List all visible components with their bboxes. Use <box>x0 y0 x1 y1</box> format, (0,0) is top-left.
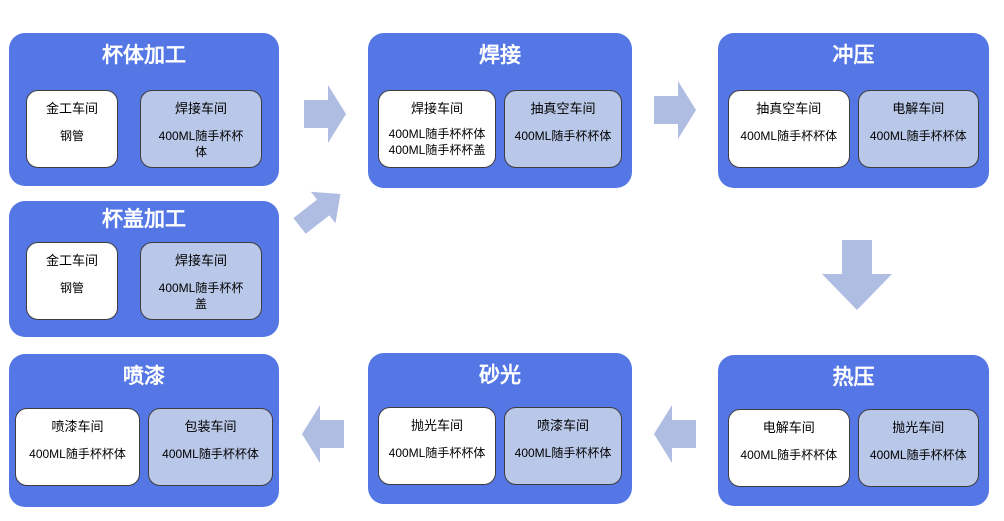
workshop-card: 金工车间 钢管 <box>26 90 118 169</box>
workshop-card: 喷漆车间 400ML随手杯杯体 <box>504 407 622 486</box>
product-line: 400ML随手杯杯体 <box>162 447 259 462</box>
workshop-card: 焊接车间 400ML随手杯杯体 <box>140 90 262 169</box>
workshop-name: 金工车间 <box>45 101 98 117</box>
workshop-card: 电解车间 400ML随手杯杯体 <box>857 90 979 169</box>
panel-title: 喷漆 <box>123 365 165 388</box>
workshop-products: 400ML随手杯杯体 <box>156 129 246 160</box>
workshop-products: 400ML随手杯杯体 <box>162 447 259 463</box>
workshop-products: 400ML随手杯杯体 <box>740 448 837 464</box>
workshop-name: 包装车间 <box>184 419 237 435</box>
arrow-right-icon <box>304 85 346 143</box>
workshop-card: 抛光车间 400ML随手杯杯体 <box>857 409 979 488</box>
workshop-products: 钢管 <box>60 281 84 297</box>
workshop-name: 金工车间 <box>45 253 98 269</box>
workshop-card: 焊接车间 400ML随手杯杯体 400ML随手杯杯盖 <box>378 90 496 169</box>
workshop-products: 400ML随手杯杯体 <box>389 446 486 462</box>
panel-title: 冲压 <box>832 44 875 67</box>
workshop-card: 电解车间 400ML随手杯杯体 <box>728 409 850 488</box>
workshop-products: 400ML随手杯杯体 <box>29 447 126 463</box>
product-line: 钢管 <box>59 129 84 144</box>
panel-cup-lid-processing: 杯盖加工 金工车间 钢管 焊接车间 400ML随手杯杯盖 <box>9 201 279 337</box>
workshop-name: 电解车间 <box>762 420 815 436</box>
workshop-products: 400ML随手杯杯体 400ML随手杯杯盖 <box>389 127 486 158</box>
workshop-products: 钢管 <box>60 129 84 145</box>
workshop-card: 喷漆车间 400ML随手杯杯体 <box>15 408 140 487</box>
panel-hot-pressing: 热压 电解车间 400ML随手杯杯体 抛光车间 400ML随手杯杯体 <box>718 355 989 506</box>
panel-spray-painting: 喷漆 喷漆车间 400ML随手杯杯体 包装车间 400ML随手杯杯体 <box>9 354 279 507</box>
workshop-products: 400ML随手杯杯盖 <box>156 281 246 312</box>
workshop-name: 喷漆车间 <box>536 418 589 434</box>
arrow-left-icon <box>654 405 696 463</box>
workshop-products: 400ML随手杯杯体 <box>515 129 612 145</box>
workshop-card: 抽真空车间 400ML随手杯杯体 <box>504 90 622 169</box>
workshop-card: 焊接车间 400ML随手杯杯盖 <box>140 242 262 321</box>
panel-title: 杯盖加工 <box>102 208 186 231</box>
arrow-up-right-icon <box>287 178 353 242</box>
product-line: 400ML随手杯杯体 <box>514 129 612 144</box>
product-line: 400ML随手杯杯体 <box>158 129 244 160</box>
product-line: 400ML随手杯杯盖 <box>158 281 244 312</box>
panel-stamping: 冲压 抽真空车间 400ML随手杯杯体 电解车间 400ML随手杯杯体 <box>718 33 989 188</box>
panel-title: 砂光 <box>479 364 521 387</box>
panel-title: 焊接 <box>479 44 521 67</box>
panel-cards: 电解车间 400ML随手杯杯体 抛光车间 400ML随手杯杯体 <box>718 409 989 488</box>
product-line: 400ML随手杯杯体 <box>740 448 838 463</box>
arrow-right-icon <box>654 81 696 139</box>
workshop-products: 400ML随手杯杯体 <box>870 129 967 145</box>
workshop-name: 电解车间 <box>892 101 945 117</box>
panel-welding: 焊接 焊接车间 400ML随手杯杯体 400ML随手杯杯盖 抽真空车间 400M… <box>368 33 632 188</box>
panel-cards: 金工车间 钢管 焊接车间 400ML随手杯杯体 <box>9 90 279 169</box>
panel-cards: 金工车间 钢管 焊接车间 400ML随手杯杯盖 <box>9 242 279 321</box>
product-line: 400ML随手杯杯体 <box>740 129 838 144</box>
panel-cards: 喷漆车间 400ML随手杯杯体 包装车间 400ML随手杯杯体 <box>9 408 279 487</box>
workshop-name: 焊接车间 <box>174 253 227 269</box>
workshop-name: 抽真空车间 <box>530 101 596 117</box>
product-line: 钢管 <box>59 281 84 296</box>
panel-cards: 抽真空车间 400ML随手杯杯体 电解车间 400ML随手杯杯体 <box>718 90 989 169</box>
workshop-card: 金工车间 钢管 <box>26 242 118 321</box>
product-line: 400ML随手杯杯体 <box>869 448 967 463</box>
workshop-card: 包装车间 400ML随手杯杯体 <box>148 408 273 487</box>
arrow-down-icon <box>822 240 892 310</box>
workshop-card: 抛光车间 400ML随手杯杯体 <box>378 407 496 486</box>
workshop-name: 抛光车间 <box>410 418 463 434</box>
panel-title: 杯体加工 <box>102 44 186 67</box>
workshop-name: 焊接车间 <box>410 101 463 117</box>
panel-sanding: 砂光 抛光车间 400ML随手杯杯体 喷漆车间 400ML随手杯杯体 <box>368 353 632 504</box>
product-line: 400ML随手杯杯体 <box>869 129 967 144</box>
panel-title: 热压 <box>832 366 875 389</box>
panel-cards: 抛光车间 400ML随手杯杯体 喷漆车间 400ML随手杯杯体 <box>368 407 632 486</box>
workshop-name: 喷漆车间 <box>51 419 104 435</box>
arrow-left-icon <box>302 405 344 463</box>
workshop-products: 400ML随手杯杯体 <box>740 129 837 145</box>
product-line: 400ML随手杯杯体 <box>514 446 612 461</box>
workshop-products: 400ML随手杯杯体 <box>515 446 612 462</box>
workshop-name: 抛光车间 <box>892 420 945 436</box>
panel-cards: 焊接车间 400ML随手杯杯体 400ML随手杯杯盖 抽真空车间 400ML随手… <box>368 90 632 169</box>
product-line: 400ML随手杯杯体 <box>388 446 486 461</box>
product-line: 400ML随手杯杯体 <box>29 447 126 462</box>
panel-cup-body-processing: 杯体加工 金工车间 钢管 焊接车间 400ML随手杯杯体 <box>9 33 279 186</box>
product-line: 400ML随手杯杯盖 <box>388 143 486 158</box>
workshop-card: 抽真空车间 400ML随手杯杯体 <box>728 90 850 169</box>
workshop-name: 抽真空车间 <box>756 101 822 117</box>
workshop-name: 焊接车间 <box>174 101 227 117</box>
product-line: 400ML随手杯杯体 <box>388 127 486 142</box>
workshop-products: 400ML随手杯杯体 <box>870 448 967 464</box>
